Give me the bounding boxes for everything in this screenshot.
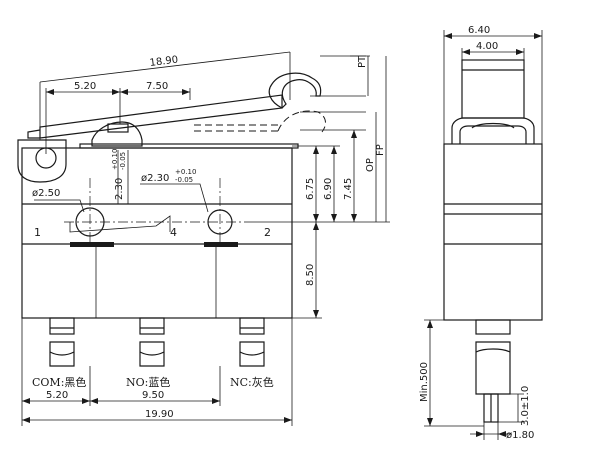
side-dimension-lines [424, 30, 543, 440]
dim-bottom-spacing-1: 5.20 [46, 390, 68, 401]
terminal-number-2: 2 [264, 226, 271, 239]
terminal-leads [49, 317, 265, 367]
dim-pivot-to-roller: 5.20 [74, 81, 96, 92]
side-wire [475, 319, 511, 423]
front-dimension-lines [21, 51, 390, 426]
label-op: OP [365, 158, 376, 172]
dim-body-height: 8.50 [305, 264, 316, 286]
dim-height-675: 6.75 [305, 178, 316, 200]
dim-hole-right-tol-lower: -0.05 [175, 176, 193, 184]
dim-hole-left-dia: ø2.50 [32, 188, 60, 199]
actuator-plunger [91, 121, 143, 147]
dim-wire-diameter: ø1.80 [506, 430, 534, 441]
label-pt: PT [357, 55, 368, 68]
terminal-bar-right [204, 242, 238, 247]
terminal-bar-left [70, 242, 114, 247]
dim-lever-length: 18.90 [149, 55, 179, 69]
dim-side-total-width: 6.40 [468, 25, 490, 36]
mounting-holes [64, 178, 250, 250]
dim-vertical-tol-upper: +0.10 [111, 149, 119, 170]
dim-height-745: 7.45 [343, 178, 354, 200]
terminal-nc-label: NC:灰色 [230, 375, 274, 389]
dim-wire-length: Min.500 [419, 362, 430, 402]
dim-wire-tip: 3.0±1.0 [520, 386, 531, 426]
side-view: 6.40 4.00 Min.500 3.0±1.0 ø1.80 [419, 25, 543, 441]
label-fp: FP [375, 144, 386, 156]
terminal-number-4: 4 [170, 226, 177, 239]
terminal-number-1: 1 [34, 226, 41, 239]
side-body [443, 117, 543, 321]
dim-hole-right-dia: ø2.30 [141, 173, 169, 184]
dim-hole-right-tol-upper: +0.10 [175, 168, 196, 176]
dim-overall-width: 19.90 [145, 409, 174, 420]
dim-height-690: 6.90 [323, 178, 334, 200]
terminal-no-label: NO:蓝色 [126, 375, 170, 389]
terminal-com-label: COM:黑色 [32, 375, 86, 389]
dim-vertical-tol-lower: -0.05 [119, 152, 127, 170]
side-plunger [461, 59, 525, 119]
lever-operated-position [194, 110, 326, 133]
dim-vertical-hole: 2.30 [114, 178, 125, 200]
dim-side-plunger-width: 4.00 [476, 41, 498, 52]
front-view: 1 4 2 COM:黑色 NO:蓝色 NC:灰色 [17, 51, 390, 426]
dim-bottom-spacing-2: 9.50 [142, 390, 164, 401]
dim-pivot-to-plunger: 7.50 [146, 81, 168, 92]
